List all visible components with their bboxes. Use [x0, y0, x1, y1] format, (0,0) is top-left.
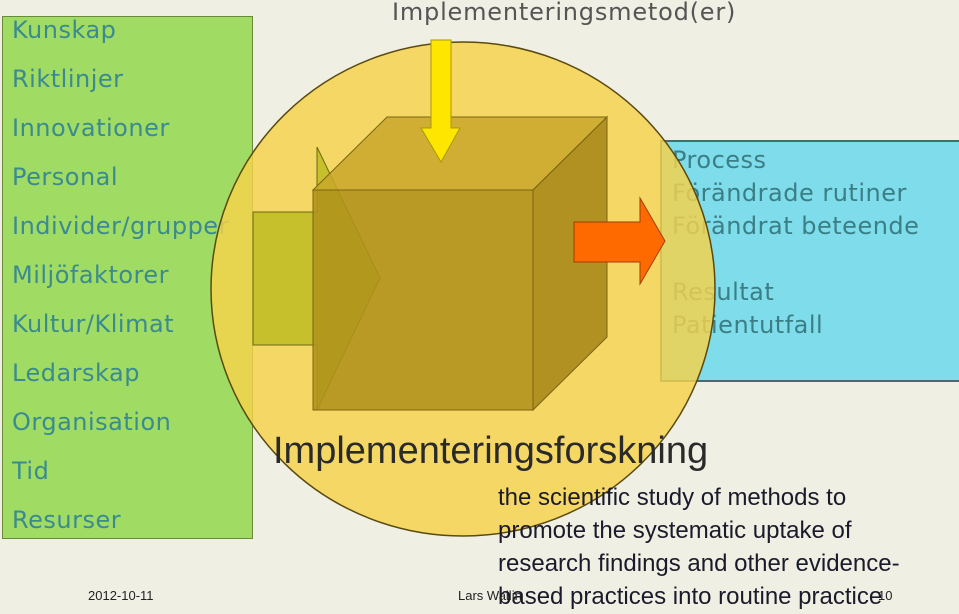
- definition-line: based practices into routine practice: [498, 583, 883, 610]
- method-arrow: [420, 39, 461, 164]
- cube-front: [312, 189, 534, 411]
- footer-date: 2012-10-11: [88, 588, 154, 603]
- factor-item: Kunskap: [12, 16, 117, 44]
- factor-item: Innovationer: [12, 114, 170, 142]
- footer-author: Lars Wallin: [458, 588, 522, 603]
- output-arrow: [573, 196, 666, 286]
- factor-item: Riktlinjer: [12, 65, 124, 93]
- method-title: Implementeringsmetod(er): [392, 0, 737, 26]
- factor-item: Tid: [12, 457, 50, 485]
- cube-side: [532, 115, 608, 412]
- definition-line: promote the systematic uptake of: [498, 517, 852, 544]
- factor-item: Ledarskap: [12, 359, 140, 387]
- factor-item: Resurser: [12, 506, 122, 534]
- outcome-changed-routines: Förändrade rutiner: [672, 179, 907, 207]
- research-title: Implementeringsforskning: [273, 430, 709, 472]
- factor-item: Personal: [12, 163, 119, 191]
- factor-item: Miljöfaktorer: [12, 261, 170, 289]
- outcome-changed-behavior: Förändrat beteende: [672, 212, 920, 240]
- factor-item: Individer/grupper: [12, 212, 229, 240]
- definition-line: research findings and other evidence-: [498, 550, 900, 577]
- definition-line: the scientific study of methods to: [498, 484, 847, 511]
- factor-item: Organisation: [12, 408, 172, 436]
- footer-page-number: 10: [878, 588, 893, 603]
- factor-item: Kultur/Klimat: [12, 310, 175, 338]
- outcome-process: Process: [672, 146, 767, 174]
